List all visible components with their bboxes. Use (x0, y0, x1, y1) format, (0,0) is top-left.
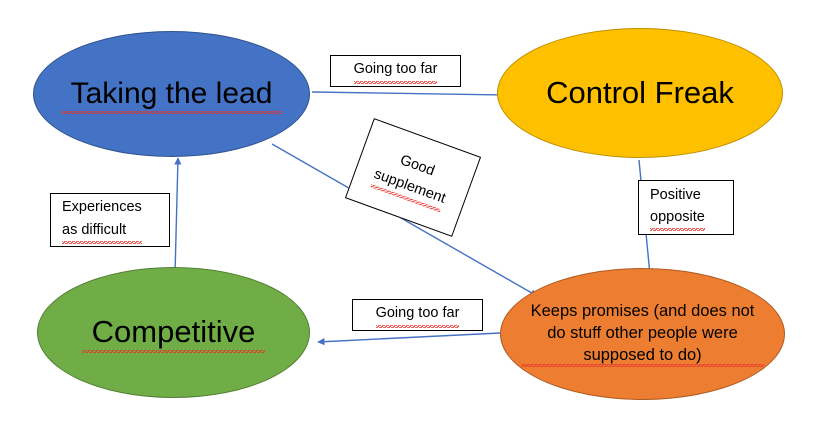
edge-label-going-too-far-top[interactable]: Going too far (330, 55, 461, 87)
node-taking-the-lead-label: Taking the lead (60, 74, 283, 114)
node-control-freak[interactable]: Control Freak (497, 28, 783, 158)
edge-label-good-supplement[interactable]: Good supplement (344, 118, 482, 237)
node-keeps-promises-label: Keeps promises (and does not do stuff ot… (520, 301, 765, 367)
node-keeps-promises[interactable]: Keeps promises (and does not do stuff ot… (500, 268, 785, 400)
edge-label-positive-opposite[interactable]: Positive opposite (638, 180, 734, 235)
edge-keeps-to-competitive (317, 332, 501, 346)
node-competitive-label: Competitive (81, 312, 266, 353)
edge-label-going-too-far-top-text: Going too far (353, 58, 438, 84)
node-competitive[interactable]: Competitive (37, 267, 310, 398)
edge-label-experiences-as-difficult-text: Experiences as difficult (62, 196, 142, 244)
edge-label-going-too-far-bottom-text: Going too far (375, 302, 460, 328)
node-control-freak-label: Control Freak (546, 74, 734, 110)
edge-label-positive-opposite-text: Positive opposite (650, 183, 705, 232)
edge-label-good-supplement-text: Good supplement (369, 142, 457, 213)
edge-label-experiences-as-difficult[interactable]: Experiences as difficult (50, 193, 170, 247)
node-taking-the-lead[interactable]: Taking the lead (33, 31, 310, 157)
edge-label-going-too-far-bottom[interactable]: Going too far (352, 299, 483, 331)
